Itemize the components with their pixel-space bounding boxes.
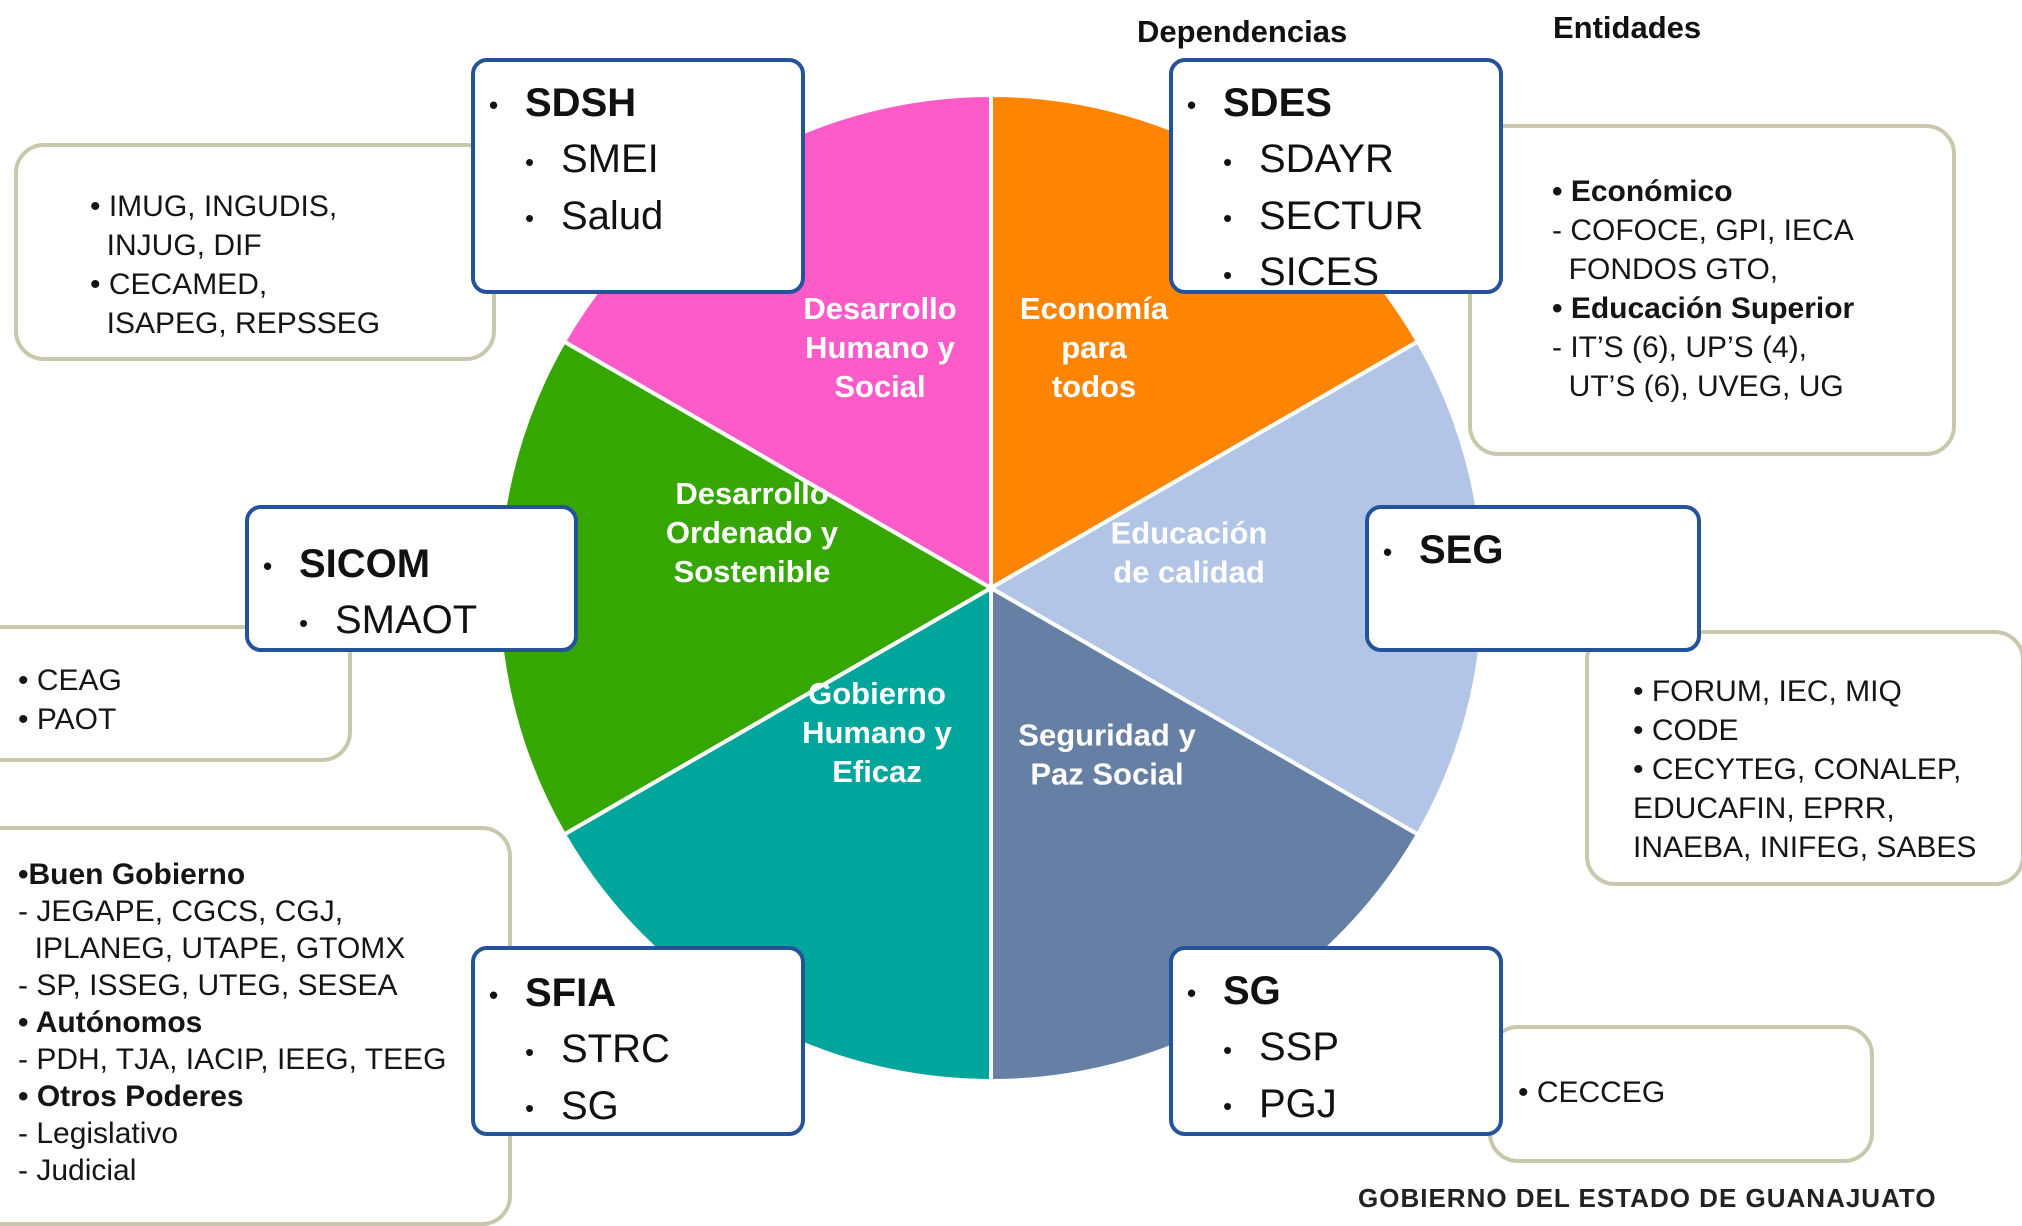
pie-label-line: para — [1061, 330, 1127, 365]
entidad-item: • Otros Poderes — [18, 1080, 244, 1113]
entidades-list-humano: • IMUG, INGUDIS, INJUG, DIF • CECAMED, IS… — [90, 187, 492, 343]
entidades-box-humano: • IMUG, INGUDIS, INJUG, DIF • CECAMED, IS… — [14, 143, 496, 361]
entidad-item: ISAPEG, REPSSEG — [90, 307, 381, 340]
dependencia-head-sg: SG — [1223, 969, 1281, 1013]
entidades-list-economia: • Económico - COFOCE, GPI, IECA FONDOS GT… — [1552, 172, 1952, 406]
entidad-item: - Judicial — [18, 1154, 137, 1187]
dependencia-list-sicom: •SICOM •SMAOT — [263, 542, 478, 643]
pie-label-line: Gobierno — [808, 676, 946, 711]
dependencia-box-seg: •SEG — [1365, 505, 1701, 652]
entidad-item: FONDOS GTO, — [1552, 253, 1779, 286]
dependencia-item: SMEI — [561, 137, 659, 182]
dependencia-box-sg: •SG •SSP •PGJ — [1169, 946, 1503, 1136]
entidad-item: • CECAMED, — [90, 268, 268, 301]
header-dependencias: Dependencias — [1137, 14, 1348, 49]
entidades-box-educacion: • FORUM, IEC, MIQ • CODE • CECYTEG, CONALE… — [1585, 630, 2022, 886]
dependencia-item: SMAOT — [335, 598, 478, 643]
dependencia-list-sdsh: •SDSH •SMEI •Salud — [489, 81, 664, 238]
pie-label-line: Seguridad y — [1018, 718, 1196, 753]
dependencia-head-sdsh: SDSH — [525, 81, 637, 125]
pie-label-line: Economía — [1020, 291, 1169, 326]
pie-label-line: Educación — [1111, 516, 1268, 551]
pie-label-line: Humano y — [805, 330, 956, 365]
entidad-item: • Educación Superior — [1552, 292, 1855, 325]
pie-label-line: Eficaz — [832, 754, 922, 789]
dependencia-item: Salud — [561, 193, 664, 238]
entidad-item: • Autónomos — [18, 1006, 203, 1039]
pie-label-line: todos — [1052, 369, 1136, 404]
pie-label-line: Paz Social — [1030, 757, 1183, 792]
entidad-item: • PAOT — [18, 703, 117, 736]
dependencia-head-seg: SEG — [1419, 528, 1504, 572]
entidades-list-seguridad: • CECCEG — [1518, 1073, 1870, 1112]
dependencia-head-sicom: SICOM — [299, 542, 431, 586]
dependencia-list-sdes: •SDES •SDAYR •SECTUR •SICES — [1187, 81, 1424, 295]
dependencia-item: PGJ — [1259, 1081, 1337, 1126]
entidades-list-ordenado: • CEAG • PAOT — [18, 661, 348, 739]
entidades-box-seguridad: • CECCEG — [1488, 1025, 1874, 1163]
pie-label-economia: Economía para todos — [1020, 291, 1169, 404]
dependencia-box-sicom: •SICOM •SMAOT — [245, 505, 578, 652]
entidad-item: EDUCAFIN, EPRR, — [1633, 792, 1895, 825]
entidades-box-gobierno: •Buen Gobierno - JEGAPE, CGCS, CGJ, IPLAN… — [0, 826, 512, 1226]
entidad-item: - Legislativo — [18, 1117, 179, 1150]
pie-label-line: Humano y — [802, 715, 953, 750]
dependencia-head-sfia: SFIA — [525, 971, 617, 1015]
pie-label-seguridad: Seguridad y Paz Social — [1018, 718, 1196, 792]
entidad-item: • CECCEG — [1518, 1076, 1666, 1109]
entidad-item: •Buen Gobierno — [18, 858, 246, 891]
pie-label-line: de calidad — [1113, 555, 1265, 590]
dependencia-item: STRC — [561, 1027, 670, 1072]
dependencia-box-sdsh: •SDSH •SMEI •Salud — [471, 58, 805, 294]
entidad-item: - PDH, TJA, IACIP, IEEG, TEEG — [18, 1043, 447, 1076]
dependencia-item: SG — [561, 1083, 619, 1128]
pie-label-line: Ordenado y — [666, 515, 839, 550]
pie-label-line: Social — [834, 369, 925, 404]
dependencia-box-sfia: •SFIA •STRC •SG — [471, 946, 805, 1136]
dependencia-item: SICES — [1259, 250, 1380, 295]
entidad-item: - IT’S (6), UP’S (4), — [1552, 331, 1808, 364]
entidad-item: • CECYTEG, CONALEP, — [1633, 753, 1962, 786]
entidad-item: - JEGAPE, CGCS, CGJ, — [18, 895, 344, 928]
entidad-item: INAEBA, INIFEG, SABES — [1633, 831, 1977, 864]
entidad-item: • IMUG, INGUDIS, — [90, 190, 338, 223]
entidad-item: UT’S (6), UVEG, UG — [1552, 370, 1844, 403]
entidad-item: - SP, ISSEG, UTEG, SESEA — [18, 969, 398, 1002]
entidad-item: - COFOCE, GPI, IECA — [1552, 214, 1854, 247]
dependencia-item: SECTUR — [1259, 193, 1424, 238]
dependencia-list-seg: •SEG — [1383, 528, 1504, 572]
dependencia-list-sg: •SG •SSP •PGJ — [1187, 969, 1340, 1126]
entidad-item: • FORUM, IEC, MIQ — [1633, 675, 1902, 708]
dependencia-box-sdes: •SDES •SDAYR •SECTUR •SICES — [1169, 58, 1503, 294]
pie-label-line: Desarrollo — [803, 291, 956, 326]
dependencia-item: SSP — [1259, 1025, 1340, 1070]
entidades-list-gobierno: •Buen Gobierno - JEGAPE, CGCS, CGJ, IPLAN… — [18, 856, 508, 1189]
entidad-item: INJUG, DIF — [90, 229, 262, 262]
entidad-item: • CEAG — [18, 664, 122, 697]
pie-label-line: Sostenible — [674, 554, 831, 589]
dependencia-list-sfia: •SFIA •STRC •SG — [489, 971, 670, 1128]
entidad-item: • Económico — [1552, 175, 1733, 208]
entidades-list-educacion: • FORUM, IEC, MIQ • CODE • CECYTEG, CONALE… — [1633, 672, 2021, 867]
header-entidades: Entidades — [1553, 10, 1702, 45]
entidades-box-economia: • Económico - COFOCE, GPI, IECA FONDOS GT… — [1468, 124, 1956, 456]
footer-government: GOBIERNO DEL ESTADO DE GUANAJUATO — [1358, 1183, 1937, 1213]
pie-label-educacion: Educación de calidad — [1111, 516, 1268, 590]
entidad-item: • CODE — [1633, 714, 1739, 747]
dependencia-item: SDAYR — [1259, 137, 1394, 182]
entidad-item: IPLANEG, UTAPE, GTOMX — [18, 932, 406, 965]
dependencia-head-sdes: SDES — [1223, 81, 1332, 125]
pie-label-line: Desarrollo — [675, 476, 828, 511]
